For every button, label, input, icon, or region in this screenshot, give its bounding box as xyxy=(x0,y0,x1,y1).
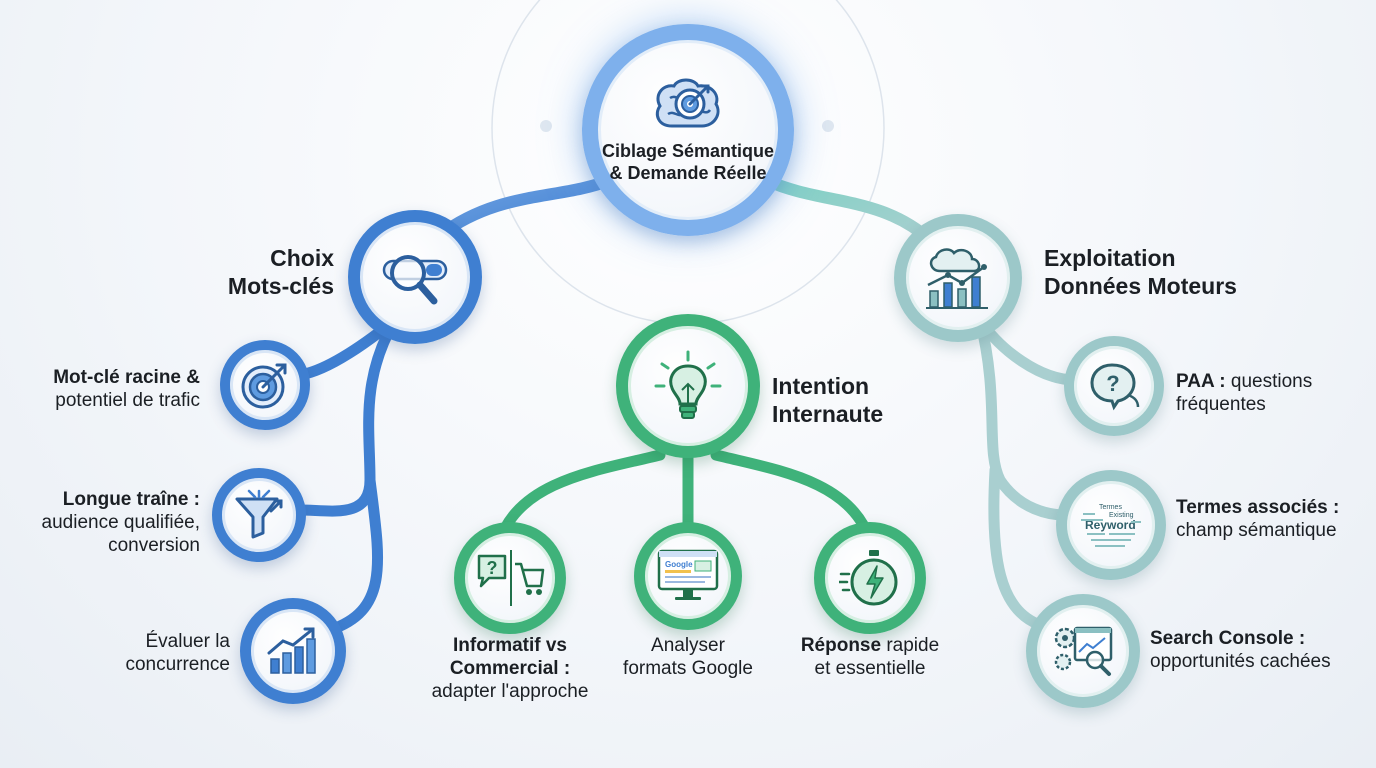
brain-target-icon xyxy=(650,76,726,136)
question-cart-icon: ? xyxy=(475,550,545,606)
item-search-console-label: Search Console :opportunités cachées xyxy=(1150,628,1331,672)
console-gear-icon xyxy=(1051,622,1115,680)
item-root-keyword-node[interactable] xyxy=(220,340,310,430)
root-title: Ciblage Sémantique & Demande Réelle xyxy=(601,141,775,183)
word-cloud-icon: Termes Existing Reyword xyxy=(1079,499,1143,551)
item-related-terms-label: Termes associés :champ sémantique xyxy=(1176,497,1340,541)
item-competition-node[interactable] xyxy=(240,598,346,704)
item-long-tail-label: Longue traîne :audience qualifiée,conver… xyxy=(41,489,200,556)
svg-text:?: ? xyxy=(487,558,498,578)
google-logo-text: Google xyxy=(665,560,693,569)
item-long-tail-node[interactable] xyxy=(212,468,306,562)
magnifier-search-icon xyxy=(378,247,452,307)
item-search-console-node[interactable] xyxy=(1026,594,1140,708)
branch-keywords-title: Choix xyxy=(270,245,334,271)
item-quick-answer-node[interactable] xyxy=(814,522,926,634)
branch-keywords-node[interactable] xyxy=(348,210,482,344)
item-informative-commercial-node[interactable]: ? xyxy=(454,522,566,634)
lightbulb-icon xyxy=(654,350,722,422)
root-node[interactable]: Ciblage Sémantique & Demande Réelle xyxy=(582,24,794,236)
cloud-analytics-icon xyxy=(922,245,994,311)
svg-text:Existing: Existing xyxy=(1109,512,1134,519)
branch-keywords-title-2: Mots-clés xyxy=(227,273,334,299)
funnel-icon xyxy=(233,489,285,541)
branch-intent-node[interactable] xyxy=(616,314,760,458)
svg-text:Termes: Termes xyxy=(1099,504,1122,511)
item-root-keyword-label: Mot-clé racine &potentiel de trafic xyxy=(53,367,200,411)
stopwatch-icon xyxy=(839,548,901,608)
growth-chart-icon xyxy=(265,625,321,677)
target-icon xyxy=(239,359,291,411)
item-paa-node[interactable]: ? xyxy=(1064,336,1164,436)
svg-text:Reyword: Reyword xyxy=(1085,518,1136,532)
item-related-terms-node[interactable]: Termes Existing Reyword xyxy=(1056,470,1166,580)
svg-text:?: ? xyxy=(1106,371,1119,396)
question-bubble-icon: ? xyxy=(1088,361,1140,411)
item-google-formats-node[interactable]: Google xyxy=(634,522,742,630)
google-serp-monitor-icon: Google xyxy=(657,549,719,603)
branch-data-node[interactable] xyxy=(894,214,1022,342)
